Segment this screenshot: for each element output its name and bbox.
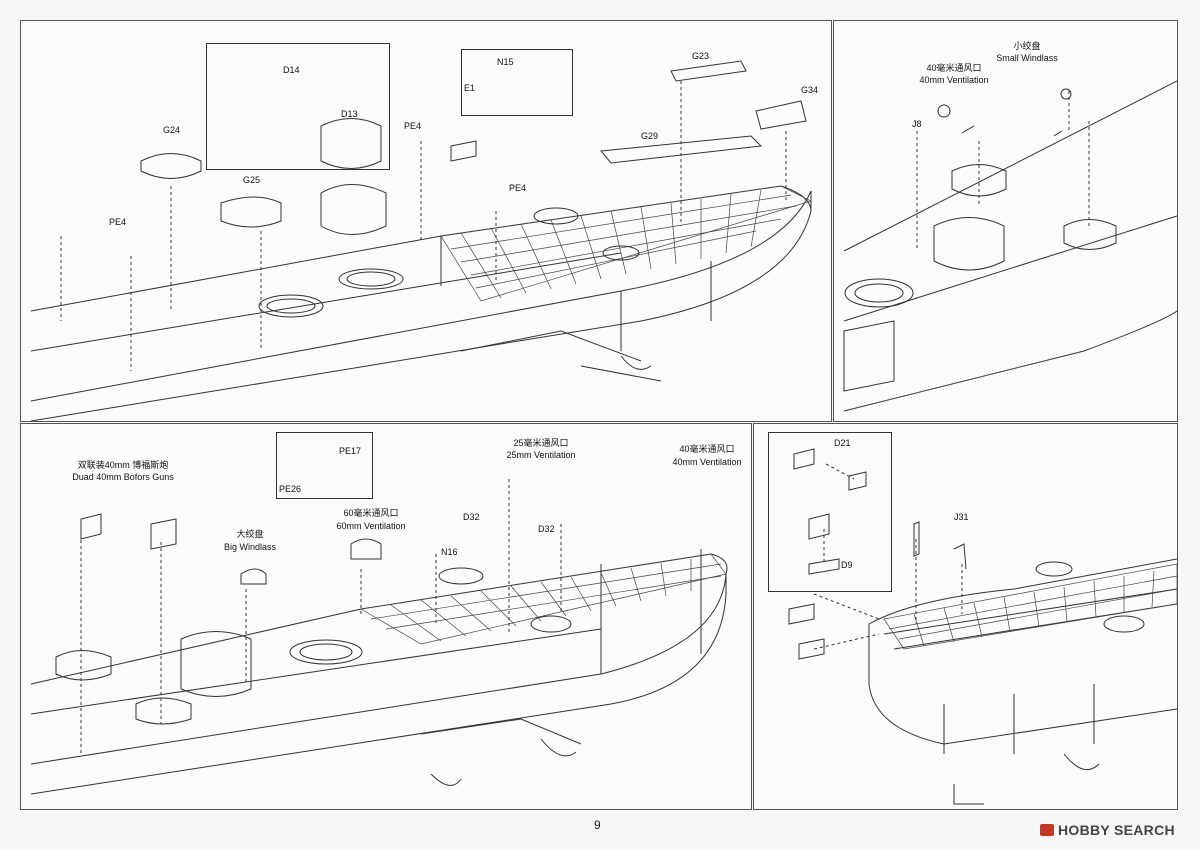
hull-drawing-bottom-left	[30, 479, 728, 795]
hull-drawing-bottom-right	[788, 448, 1177, 805]
inset-box-pe17-pe26	[276, 432, 373, 499]
inset-box-d13-d14	[206, 43, 390, 170]
part-label-pe4-a: PE4	[404, 121, 422, 131]
part-label-pe4-c: PE4	[109, 217, 127, 227]
hull-drawing-top-left	[30, 60, 812, 421]
part-label-d14: D14	[283, 65, 300, 75]
page-number: 9	[594, 818, 601, 832]
part-label-e1: E1	[464, 83, 476, 93]
part-label-g25: G25	[243, 175, 261, 185]
part-label-g23: G23	[692, 51, 710, 61]
label-25mm-ventilation-en: 25mm Ventilation	[506, 450, 576, 460]
part-label-d32-b: D32	[538, 524, 555, 534]
part-label-pe17: PE17	[339, 446, 362, 456]
part-label-g24: G24	[163, 125, 181, 135]
label-small-windlass-en: Small Windlass	[996, 53, 1058, 63]
label-60mm-ventilation-cn: 60毫米通风口	[343, 508, 399, 518]
part-label-j8: J8	[912, 119, 922, 129]
part-label-g29: G29	[641, 131, 659, 141]
panel-bottom-left: 双联装40mm 博福斯炮 Duad 40mm Bofors Guns PE17 …	[20, 423, 752, 810]
panel-bottom-right: D21 J31 D9	[753, 423, 1178, 810]
inset-box-n15-e1	[461, 49, 573, 116]
label-40mm-ventilation-cn: 40毫米通风口	[679, 444, 735, 454]
panel-top-right: 40毫米通风口 40mm Ventilation J8 小绞盘 Small Wi…	[833, 20, 1178, 422]
part-label-n15: N15	[497, 57, 514, 67]
inset-box-d21-d9	[768, 432, 892, 592]
label-small-windlass-cn: 小绞盘	[1013, 41, 1041, 51]
watermark: HOBBY SEARCH	[1040, 822, 1175, 838]
label-25mm-ventilation-cn: 25毫米通风口	[513, 438, 569, 448]
part-label-d32-a: D32	[463, 512, 480, 522]
part-label-d9: D9	[841, 560, 853, 570]
label-40mm-ventilation-en: 40mm Ventilation	[919, 75, 989, 85]
hobby-search-logo-icon	[1040, 824, 1054, 836]
part-label-j31: J31	[954, 512, 969, 522]
label-big-windlass-cn: 大绞盘	[236, 529, 264, 539]
part-label-pe26: PE26	[279, 484, 302, 494]
part-label-n16: N16	[441, 547, 458, 557]
part-label-d21: D21	[834, 438, 851, 448]
panel-top-left: D14 D13 G24 G25 PE4 PE4 PE4 N15 E1 G23 G…	[20, 20, 832, 422]
part-label-g34: G34	[801, 85, 819, 95]
label-duad-bofors-cn: 双联装40mm 博福斯炮	[77, 460, 169, 470]
hull-drawing-top-right	[843, 80, 1177, 412]
label-40mm-ventilation-en: 40mm Ventilation	[672, 457, 742, 467]
part-label-d13: D13	[341, 109, 358, 119]
watermark-text: HOBBY SEARCH	[1058, 822, 1175, 838]
label-duad-bofors-en: Duad 40mm Bofors Guns	[72, 472, 174, 482]
label-40mm-ventilation-cn: 40毫米通风口	[926, 63, 982, 73]
label-big-windlass-en: Big Windlass	[223, 542, 277, 552]
part-label-pe4-b: PE4	[509, 183, 527, 193]
label-60mm-ventilation-en: 60mm Ventilation	[336, 521, 406, 531]
